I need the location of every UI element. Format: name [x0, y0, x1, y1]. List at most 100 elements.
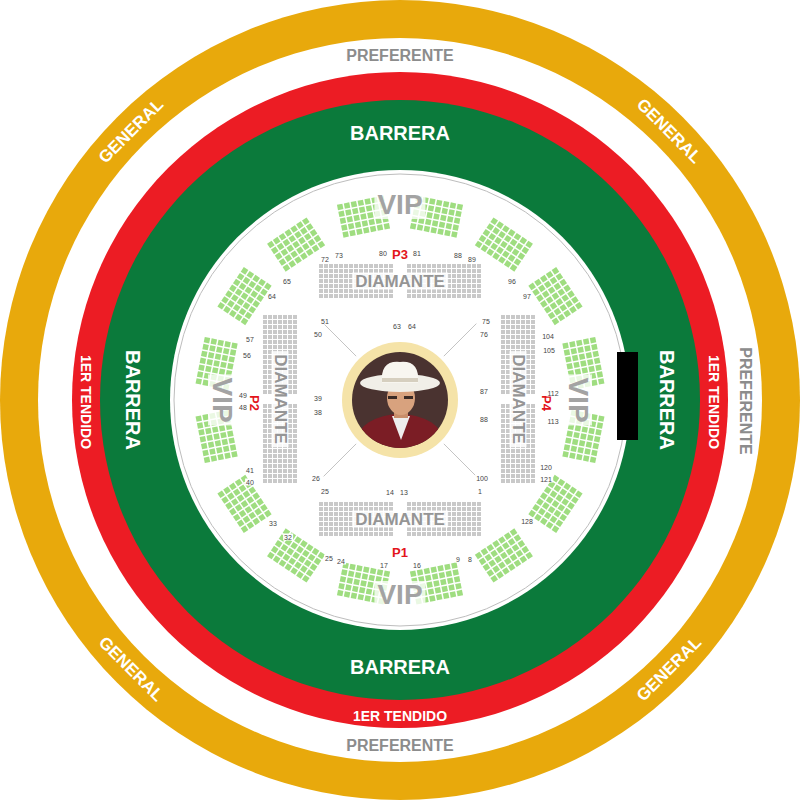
seat — [338, 211, 344, 217]
seat — [516, 449, 520, 453]
seat — [263, 350, 267, 354]
seat — [462, 512, 466, 516]
seat — [521, 474, 525, 478]
seat — [526, 439, 530, 443]
seat — [501, 370, 505, 374]
seat — [293, 444, 297, 448]
seat — [477, 512, 481, 516]
seat — [300, 227, 308, 235]
seat-block — [267, 217, 325, 271]
seat — [422, 502, 426, 506]
seat-number: 81 — [412, 250, 422, 257]
seat — [329, 294, 333, 298]
seat — [268, 320, 272, 324]
seat — [447, 294, 451, 298]
seat — [293, 434, 297, 438]
seat — [353, 215, 359, 221]
seat — [364, 502, 368, 506]
seat — [417, 532, 421, 536]
seat — [442, 294, 446, 298]
seat — [344, 202, 350, 208]
seat — [429, 198, 435, 204]
seat — [239, 283, 247, 291]
seat — [506, 469, 510, 473]
seat — [279, 559, 287, 567]
seat — [339, 264, 343, 268]
seat — [215, 440, 221, 446]
seat — [518, 540, 526, 548]
seat — [334, 289, 338, 293]
seat — [501, 454, 505, 458]
seat — [521, 345, 525, 349]
seat — [457, 269, 461, 273]
seat — [374, 264, 378, 268]
seat-block — [528, 267, 582, 325]
section-label: PREFERENTE — [737, 347, 753, 455]
seat — [250, 502, 258, 510]
seat — [462, 522, 466, 526]
seat — [231, 451, 237, 457]
seat — [501, 429, 505, 433]
seat — [516, 330, 520, 334]
seat — [367, 212, 373, 218]
seat — [426, 582, 432, 588]
seat-number: 9 — [455, 556, 461, 563]
seat — [312, 245, 320, 253]
seat — [237, 494, 245, 502]
seat — [519, 556, 527, 564]
seat — [563, 285, 571, 293]
seat — [467, 279, 471, 283]
seat — [293, 449, 297, 453]
seat — [516, 320, 520, 324]
seat — [217, 340, 223, 346]
seat — [431, 566, 437, 572]
seat — [288, 409, 292, 413]
seat — [278, 464, 282, 468]
seat — [268, 469, 272, 473]
seat — [278, 474, 282, 478]
seat — [447, 289, 451, 293]
seat — [329, 512, 333, 516]
seat — [448, 209, 454, 215]
seat — [577, 447, 583, 453]
seat — [248, 306, 256, 314]
seat — [511, 469, 515, 473]
seat — [268, 325, 272, 329]
seat — [511, 479, 515, 483]
section-label: DIAMANTE — [510, 351, 527, 447]
seat — [521, 546, 529, 554]
seat — [324, 274, 328, 278]
seat — [577, 347, 583, 353]
seat — [588, 366, 594, 372]
seat — [344, 294, 348, 298]
seat — [263, 469, 267, 473]
seat-number: 57 — [245, 336, 255, 343]
seat — [225, 502, 233, 510]
seat — [252, 518, 260, 526]
seat — [374, 294, 378, 298]
seat — [294, 231, 302, 239]
seat — [556, 519, 564, 527]
preferente-ring: DIAMANTEDIAMANTEDIAMANTEDIAMANTEVIPP3VIP… — [38, 38, 762, 762]
seat — [538, 285, 546, 293]
seat — [498, 231, 506, 239]
seat — [359, 289, 363, 293]
seat — [472, 289, 476, 293]
seat — [501, 360, 505, 364]
seat — [200, 436, 206, 442]
seat — [308, 239, 316, 247]
seat-grid — [319, 502, 481, 536]
seat — [511, 315, 515, 319]
seat — [565, 356, 571, 362]
seat — [598, 378, 604, 384]
seat — [510, 554, 518, 562]
seat — [554, 283, 562, 291]
section-label: VIP — [564, 374, 592, 425]
seat-block — [267, 528, 325, 582]
seat — [197, 422, 203, 428]
seat — [349, 502, 353, 506]
seat — [354, 294, 358, 298]
seat — [263, 459, 267, 463]
seat — [571, 348, 577, 354]
seat — [324, 512, 328, 516]
